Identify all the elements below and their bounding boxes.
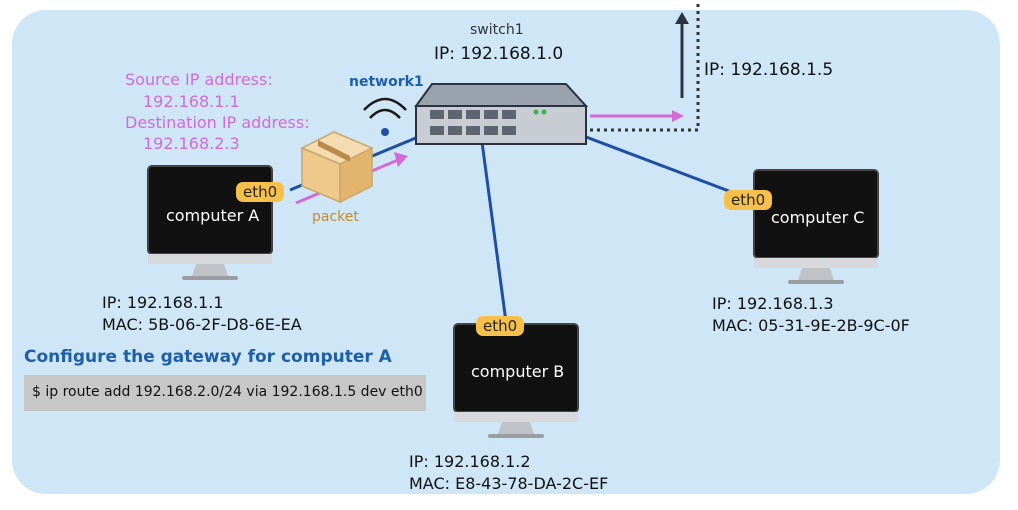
computer-a-name: computer A [166, 206, 260, 225]
network-label: network1 [349, 74, 424, 90]
gateway-dotted-link [590, 0, 700, 132]
switch-name: switch1 [470, 22, 524, 38]
computer-b-eth-badge: eth0 [476, 316, 525, 336]
source-ip-label: Source IP address: [125, 70, 273, 89]
gateway-ip: IP: 192.168.1.5 [704, 60, 834, 80]
computer-c-eth-badge: eth0 [724, 190, 773, 210]
route-command: $ ip route add 192.168.2.0/24 via 192.16… [32, 384, 423, 400]
computer-c-ip: IP: 192.168.1.3 [712, 294, 834, 313]
cable-b [476, 111, 508, 323]
computer-c-monitor-icon [753, 169, 879, 284]
computer-a-eth-badge: eth0 [236, 182, 285, 202]
computer-b-mac: MAC: E8-43-78-DA-2C-EF [409, 474, 609, 493]
computer-a-ip: IP: 192.168.1.1 [102, 293, 224, 312]
packet-label: packet [312, 209, 359, 225]
computer-b-ip: IP: 192.168.1.2 [409, 452, 531, 471]
packet-box-icon [300, 131, 374, 204]
switch-ip: IP: 192.168.1.0 [434, 44, 564, 64]
destination-ip-label: Destination IP address: [125, 113, 310, 132]
gateway-up-arrowhead [675, 12, 689, 24]
computer-a-mac: MAC: 5B-06-2F-D8-6E-EA [102, 315, 302, 334]
destination-ip-value: 192.168.2.3 [143, 134, 240, 153]
computer-b-monitor-icon [453, 323, 579, 438]
computer-b-name: computer B [471, 362, 565, 381]
gateway-config-title: Configure the gateway for computer A [24, 347, 392, 367]
computer-c-mac: MAC: 05-31-9E-2B-9C-0F [712, 316, 910, 335]
wifi-icon [363, 97, 407, 136]
switch-to-gateway-arrowhead [672, 110, 684, 122]
computer-c-name: computer C [771, 208, 865, 227]
switch-device [414, 83, 589, 145]
source-ip-value: 192.168.1.1 [143, 92, 240, 111]
command-box: $ ip route add 192.168.2.0/24 via 192.16… [24, 375, 426, 411]
packet-arrowhead [394, 152, 408, 167]
